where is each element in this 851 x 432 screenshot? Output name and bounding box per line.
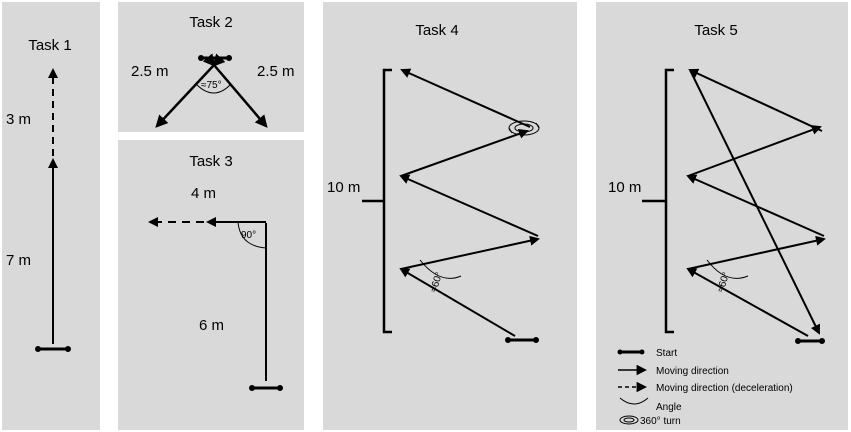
task1-title: Task 1 [28, 37, 71, 54]
legend-turn-icon [619, 415, 639, 425]
task3-distance-vertical: 6 m [199, 317, 224, 334]
task2-title: Task 2 [189, 14, 232, 31]
task4-distance-span: 10 m [327, 179, 360, 196]
task3-angle-label: 90° [241, 230, 256, 241]
task3-angle-arc [237, 221, 267, 249]
task2-start-marker [198, 55, 232, 61]
task2-right-arrow [202, 53, 268, 128]
panel-task3 [118, 140, 304, 430]
legend-start-label: Start [656, 348, 677, 359]
task3-start-marker [249, 385, 283, 391]
task5-span-bracket [642, 68, 674, 334]
legend-decel-label: Moving direction (deceleration) [656, 383, 793, 394]
task4-angle-arc [419, 259, 462, 279]
task4-start-marker [505, 337, 539, 343]
task2-angle-arc [195, 83, 232, 94]
task5-title: Task 5 [694, 22, 737, 39]
task3-distance-horizontal: 4 m [191, 185, 216, 202]
legend-angle-label: Angle [656, 402, 682, 413]
task4-span-bracket [362, 68, 392, 334]
legend-turn-label: 360° turn [640, 416, 681, 427]
legend: Start Moving direction Moving direction … [617, 348, 793, 427]
panel-task5 [596, 2, 848, 430]
task4-zigzag-path [399, 68, 540, 337]
task4-angle-label: ≈60° [428, 271, 445, 294]
task1-distance-bottom: 7 m [6, 252, 31, 269]
task2-distance-right: 2.5 m [257, 63, 295, 80]
legend-moving-label: Moving direction [656, 366, 729, 377]
legend-start-icon [617, 349, 645, 355]
task5-distance-span: 10 m [608, 179, 641, 196]
task5-zigzag-path [686, 68, 826, 337]
task1-start-marker [35, 346, 71, 352]
task2-distance-left: 2.5 m [131, 63, 169, 80]
task2-angle-label: ≈75° [201, 80, 222, 91]
panel-task4 [323, 2, 577, 430]
task4-title: Task 4 [415, 22, 458, 39]
task1-distance-top: 3 m [6, 111, 31, 128]
task5-start-marker [795, 338, 825, 344]
task4-turn-icon [508, 120, 540, 136]
task5-angle-label: ≈60° [715, 271, 732, 294]
legend-angle-icon [619, 397, 649, 405]
task3-title: Task 3 [189, 153, 232, 170]
task5-angle-arc [706, 259, 749, 279]
